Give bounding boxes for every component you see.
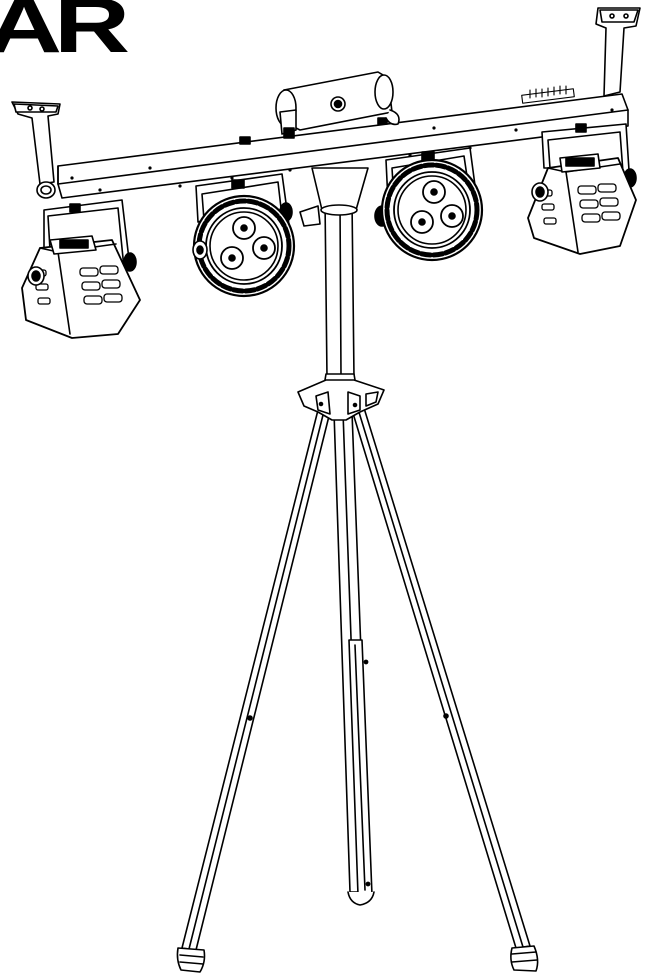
vent-slots [521, 85, 575, 104]
t-bar [57, 85, 629, 199]
tripod-legs [176, 407, 539, 973]
tripod-leg-center [333, 411, 375, 906]
vent-grille [539, 183, 621, 225]
lamp-head-par-left [192, 173, 296, 298]
brand-logo: AR [0, 0, 130, 69]
lamp-head-derby-left [21, 199, 141, 339]
tripod-leg-right [351, 407, 539, 972]
bracket-right [595, 7, 641, 97]
tripod-leg-left [176, 409, 331, 973]
lamp-head-derby-right [527, 123, 637, 255]
stand-pole [299, 167, 369, 387]
par-lenses [410, 180, 464, 234]
bracket-left [11, 101, 61, 199]
vent-grille [33, 265, 123, 305]
par-lenses [220, 216, 276, 270]
control-box [275, 71, 400, 139]
lamp-head-par-right [374, 147, 484, 262]
tripod-hub [297, 379, 385, 421]
